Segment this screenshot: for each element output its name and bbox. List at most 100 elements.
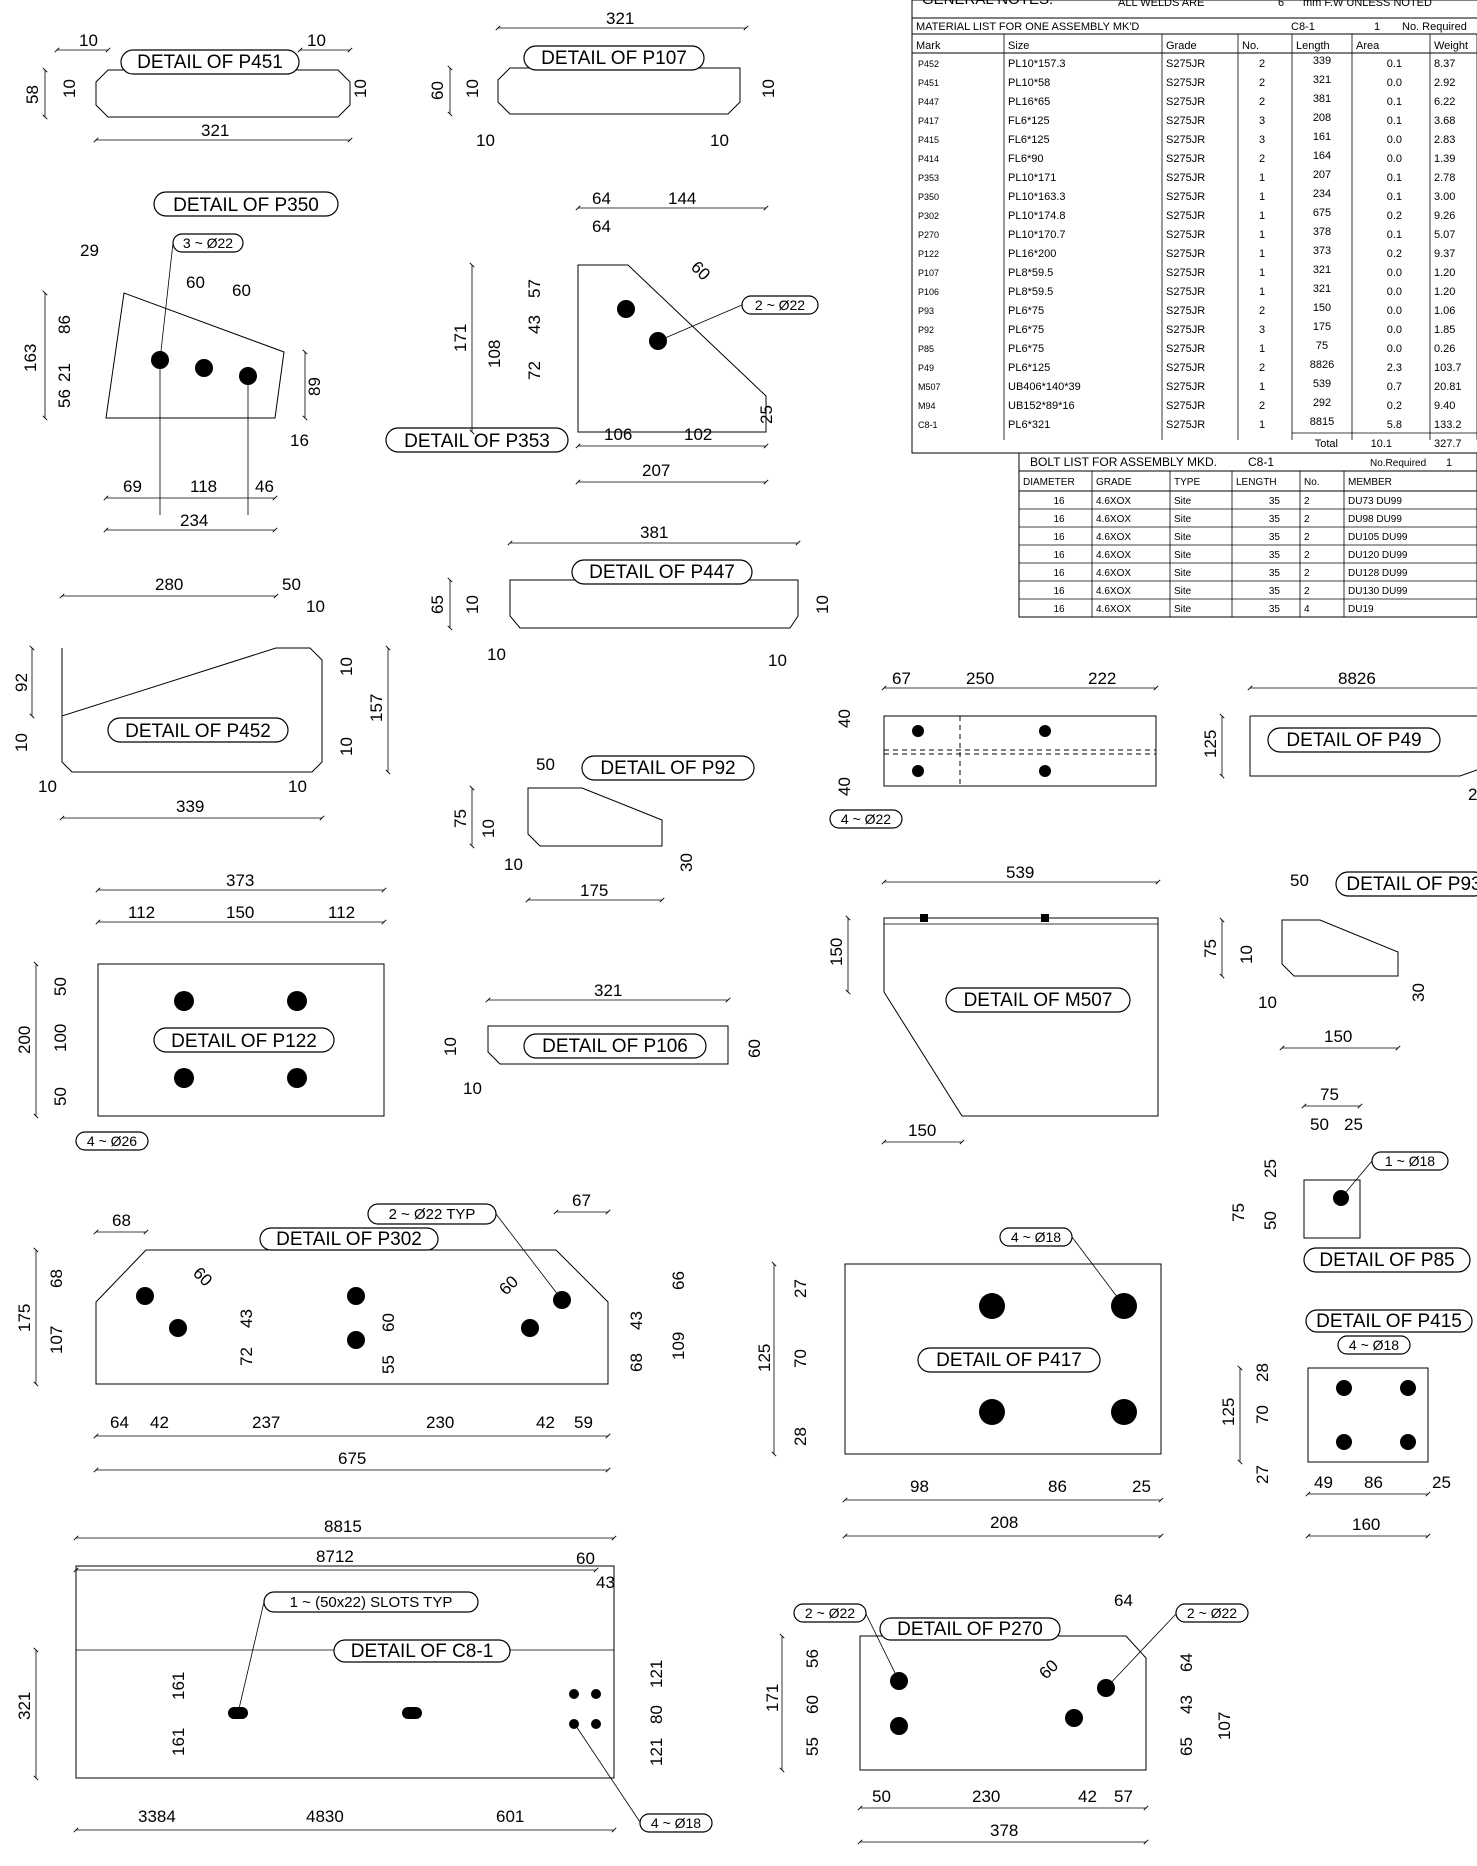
bolt-list-header: MEMBER [1348, 477, 1392, 488]
dim: 64 [592, 189, 611, 208]
material-row-mark: M507 [918, 382, 941, 392]
bolt-list-header: TYPE [1174, 477, 1200, 488]
bolt-row-type: Site [1174, 550, 1192, 561]
bolt-list-header: GRADE [1096, 477, 1132, 488]
material-row-grade: S275JR [1166, 77, 1205, 89]
material-row-grade: S275JR [1166, 153, 1205, 165]
dim: 25 [1432, 1473, 1451, 1492]
bolt-row-grade: 4.6XOX [1096, 550, 1131, 561]
bolt-row-member: DU120 DU99 [1348, 550, 1408, 561]
detail-p417-title: DETAIL OF P417 [936, 1350, 1082, 1371]
material-list-header: Area [1356, 40, 1380, 52]
dim: 40 [835, 777, 854, 796]
general-notes: GENERAL NOTES: ALL WELDS ARE 6 mm F.W UN… [922, 0, 1432, 9]
dim: 171 [451, 324, 470, 352]
dim: 10 [463, 595, 482, 614]
dim: 121 [647, 1738, 666, 1766]
dim: 58 [23, 85, 42, 104]
material-row-weight: 3.00 [1434, 191, 1455, 203]
detail-label-p122 [153, 1027, 335, 1053]
bolt-row-length: 35 [1269, 532, 1281, 543]
dim: 46 [255, 477, 274, 496]
callout-m94-holes [829, 809, 903, 829]
material-row-length: 161 [1313, 131, 1331, 143]
material-row-mark: P93 [918, 306, 934, 316]
dim: 150 [827, 938, 846, 966]
material-row-no: 1 [1259, 381, 1265, 393]
callout-text: 1 ~ Ø18 [1385, 1153, 1435, 1169]
hole-icon [569, 1689, 579, 1699]
dim: 25 [1344, 1115, 1363, 1134]
detail-p270: DETAIL OF P270 2 ~ Ø22 2 ~ Ø22 64 171 56… [763, 1591, 1249, 1845]
dim: 208 [990, 1513, 1018, 1532]
material-list-header: Grade [1166, 40, 1197, 52]
material-row-size: PL8*59.5 [1008, 286, 1053, 298]
dim: 60 [687, 257, 714, 284]
material-row-no: 1 [1259, 248, 1265, 260]
material-row-mark: P350 [918, 192, 939, 202]
bolt-row-type: Site [1174, 604, 1192, 615]
weld-mark-icon [920, 914, 928, 922]
detail-p93: DETAIL OF P93 50 75 10 10 30 150 [1201, 871, 1477, 1051]
dim: 339 [176, 797, 204, 816]
dim: 125 [1201, 730, 1220, 758]
bolt-list-header: LENGTH [1236, 477, 1277, 488]
material-row-grade: S275JR [1166, 210, 1205, 222]
material-row-weight: 3.68 [1434, 115, 1455, 127]
weld-note-c: mm F.W UNLESS NOTED [1303, 0, 1432, 9]
material-row-area: 0.0 [1387, 77, 1402, 89]
detail-p122: DETAIL OF P122 373 112 150 112 200 50 10… [15, 871, 387, 1151]
detail-p451-title: DETAIL OF P451 [137, 52, 283, 73]
material-row-grade: S275JR [1166, 96, 1205, 108]
material-row-weight: 1.20 [1434, 286, 1455, 298]
dim: 28 [1253, 1363, 1272, 1382]
slot-icon [228, 1707, 248, 1719]
callout-c81-holes [639, 1813, 713, 1833]
dim: 3384 [138, 1807, 176, 1826]
dim: 10 [710, 131, 729, 150]
material-row-grade: S275JR [1166, 115, 1205, 127]
material-row-grade: S275JR [1166, 343, 1205, 355]
material-row-mark: C8-1 [918, 420, 938, 430]
bolt-row-no: 4 [1304, 604, 1310, 615]
dim: 16 [290, 431, 309, 450]
detail-p49: DETAIL OF P49 8826 125 2 [1201, 669, 1477, 804]
hole-icon [287, 991, 307, 1011]
material-row-area: 0.0 [1387, 324, 1402, 336]
hole-icon [979, 1293, 1005, 1319]
callout-p415-holes [1337, 1335, 1411, 1355]
material-row-length: 539 [1313, 378, 1331, 390]
material-list-title: MATERIAL LIST FOR ONE ASSEMBLY MK'D [916, 21, 1139, 33]
bolt-list-required: 1 [1446, 457, 1452, 469]
bolt-list-assembly: C8-1 [1248, 455, 1274, 469]
dim: 207 [642, 461, 670, 480]
dim: 10 [337, 737, 356, 756]
dim: 72 [237, 1347, 256, 1366]
material-row-size: PL16*65 [1008, 96, 1050, 108]
material-row-no: 1 [1259, 267, 1265, 279]
bolt-list-required-label: No.Required [1370, 458, 1426, 469]
bolt-row-no: 2 [1304, 532, 1310, 543]
bolt-row-diameter: 16 [1053, 514, 1065, 525]
dim: 250 [966, 669, 994, 688]
material-list-header: No. [1242, 40, 1259, 52]
callout-text: 1 ~ (50x22) SLOTS TYP [290, 1594, 453, 1611]
bolt-row-no: 2 [1304, 496, 1310, 507]
bolt-row-no: 2 [1304, 568, 1310, 579]
callout-text: 4 ~ Ø22 [841, 811, 891, 827]
material-row-area: 0.2 [1387, 400, 1402, 412]
detail-p122-title: DETAIL OF P122 [171, 1031, 317, 1052]
material-row-length: 321 [1313, 283, 1331, 295]
material-list-table: MATERIAL LIST FOR ONE ASSEMBLY MK'D C8-1 1… [911, 0, 1477, 454]
material-row-no: 2 [1259, 77, 1265, 89]
material-row-mark: P49 [918, 363, 934, 373]
dim: 56 [803, 1649, 822, 1668]
dim: 28 [791, 1427, 810, 1446]
material-row-weight: 1.06 [1434, 305, 1455, 317]
detail-p415-title: DETAIL OF P415 [1316, 1311, 1462, 1332]
bolt-row-diameter: 16 [1053, 586, 1065, 597]
material-row-weight: 5.07 [1434, 229, 1455, 241]
dim: 280 [155, 575, 183, 594]
dim: 10 [38, 777, 57, 796]
bolt-row-type: Site [1174, 586, 1192, 597]
